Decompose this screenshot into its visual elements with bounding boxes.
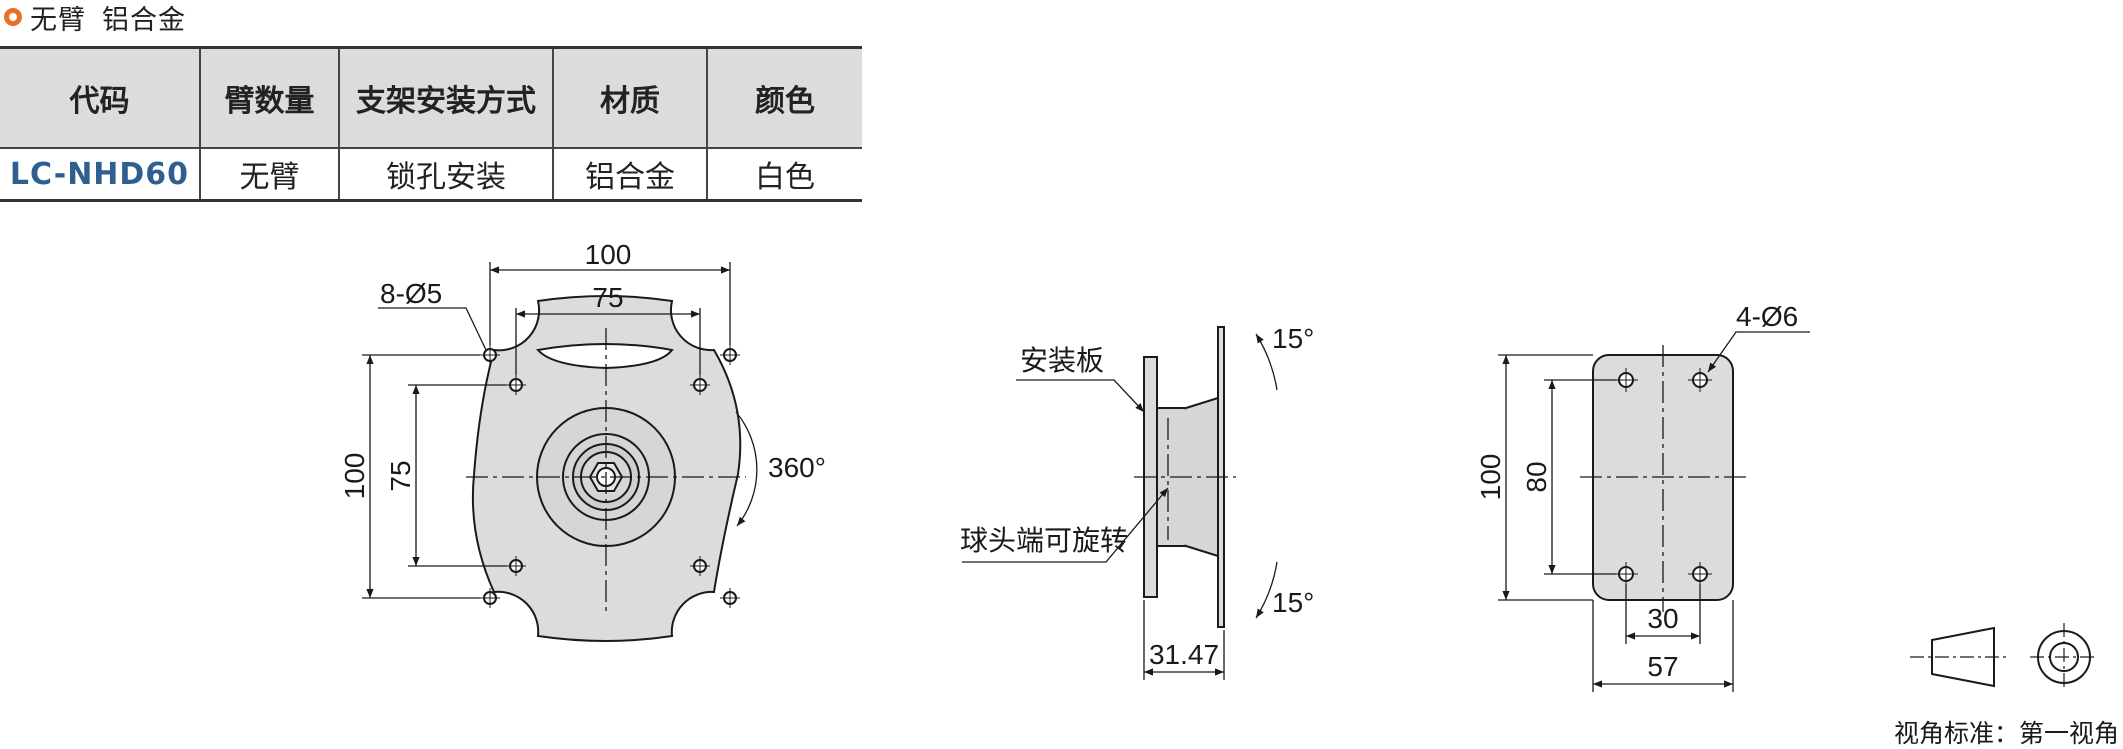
front-dim-left-inner: 75 [385, 460, 416, 491]
mount-plate-label: 安装板 [1020, 345, 1104, 376]
back-holes-label: 4-Ø6 [1736, 301, 1798, 332]
front-dim-left-outer: 100 [339, 453, 370, 500]
projection-note: 视角标准：第一视角 [1894, 720, 2119, 748]
front-dim-top-outer: 100 [585, 239, 632, 270]
side-depth-label: 31.47 [1149, 639, 1219, 670]
back-dim-width-outer: 57 [1647, 651, 1678, 682]
cell-color: 白色 [707, 148, 862, 202]
front-rotation-label: 360° [768, 452, 826, 483]
ball-joint-label: 球头端可旋转 [960, 525, 1128, 556]
table-row: LC-NHD60 无臂 锁孔安装 铝合金 白色 [0, 148, 862, 202]
cell-material: 铝合金 [553, 148, 708, 202]
side-view [962, 326, 1278, 680]
header-code: 代码 [0, 46, 201, 149]
tilt-top-label: 15° [1272, 323, 1314, 354]
first-angle-projection-icon [1910, 623, 2098, 691]
spec-table: 代码 臂数量 支架安装方式 材质 颜色 LC-NHD60 无臂 锁孔安装 铝合金… [0, 46, 862, 202]
orange-ring-icon [4, 8, 22, 26]
title-arm-type: 无臂 [30, 4, 86, 36]
header-material: 材质 [553, 46, 708, 149]
header-color: 颜色 [707, 46, 862, 149]
back-view [1498, 331, 1810, 692]
header-mount-method: 支架安装方式 [339, 46, 554, 149]
back-dim-width-inner: 30 [1647, 603, 1678, 634]
front-view [362, 262, 758, 642]
cell-arm-count: 无臂 [200, 148, 340, 202]
back-dim-height-outer: 100 [1475, 454, 1506, 501]
tilt-bottom-label: 15° [1272, 587, 1314, 618]
header-arm-count: 臂数量 [200, 46, 340, 149]
back-dim-height-inner: 80 [1521, 461, 1552, 492]
title-material: 铝合金 [102, 4, 186, 36]
front-dim-top-inner: 75 [592, 282, 623, 313]
section-title: 无臂铝合金 [4, 0, 202, 36]
cell-mount-method: 锁孔安装 [339, 148, 554, 202]
front-holes-label: 8-Ø5 [380, 278, 442, 309]
cell-code[interactable]: LC-NHD60 [0, 148, 201, 202]
table-header-row: 代码 臂数量 支架安装方式 材质 颜色 [0, 46, 862, 149]
